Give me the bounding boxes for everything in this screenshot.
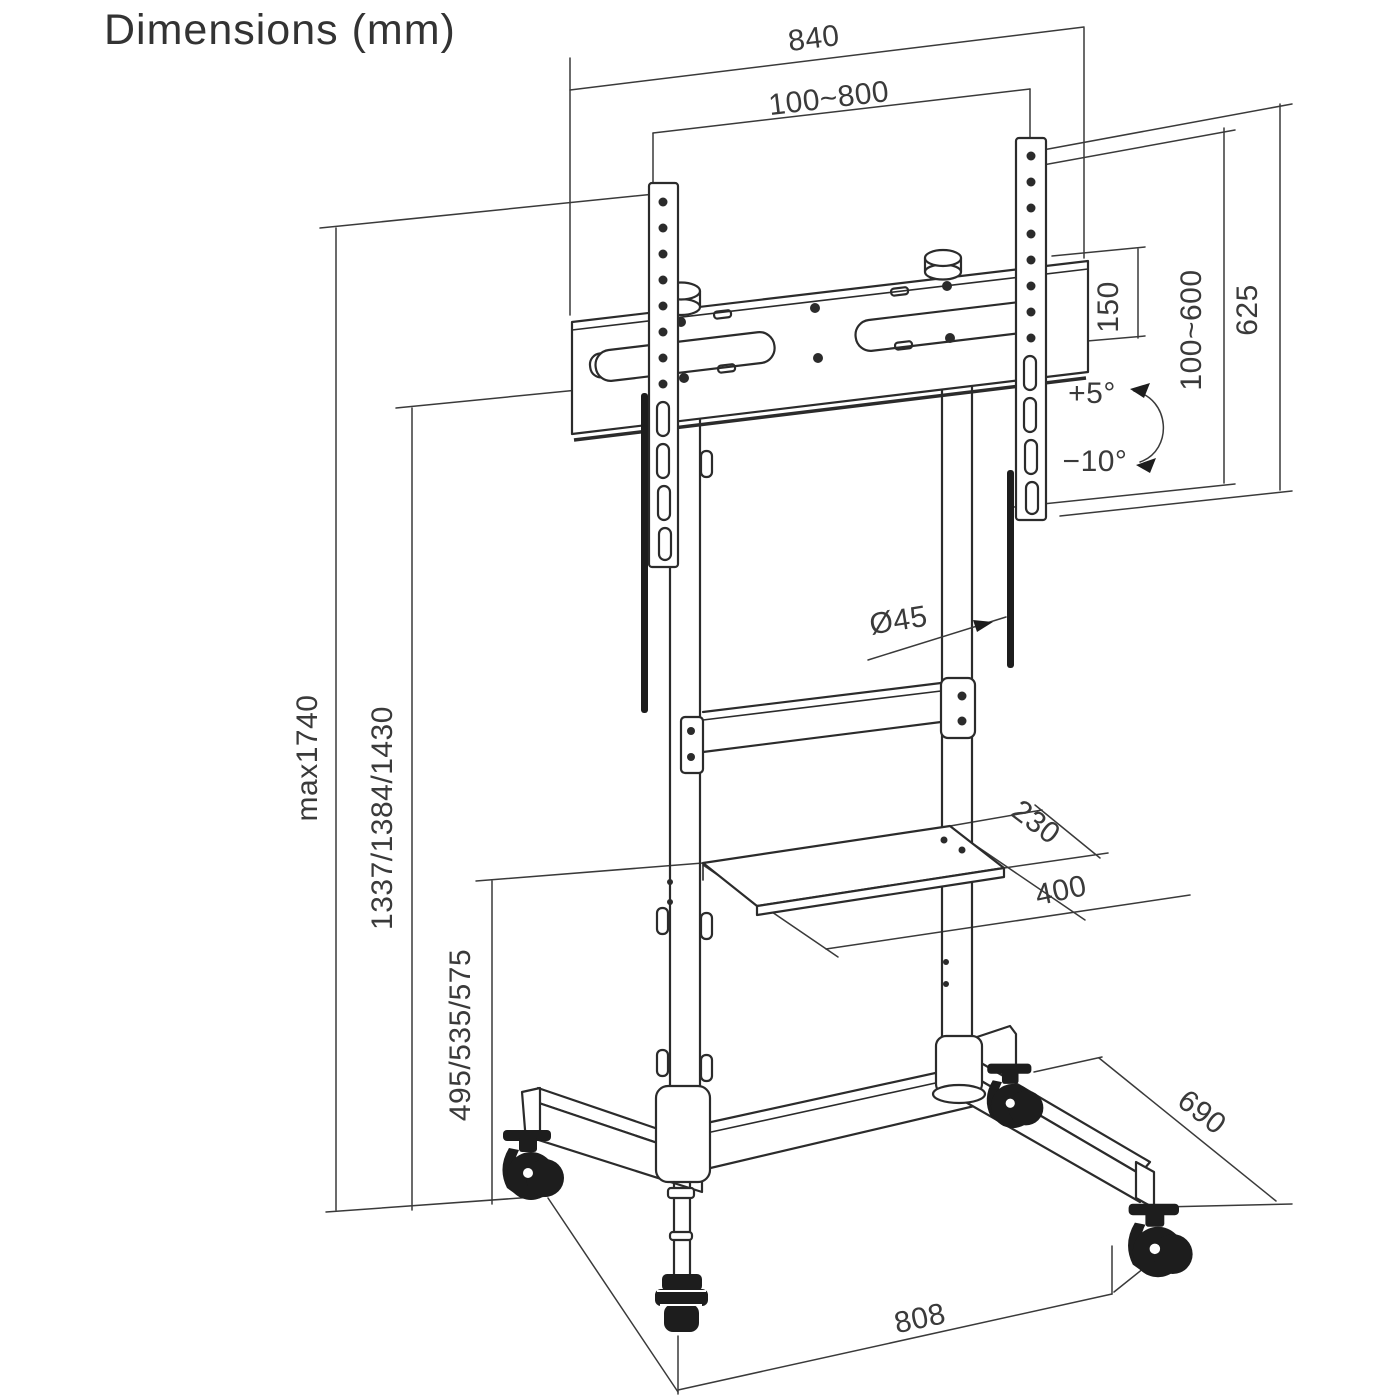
- dim-label-shelf-width: 400: [1032, 869, 1089, 912]
- column-crossbrace: [679, 676, 977, 775]
- tilt-arc-arrow: [1130, 383, 1164, 473]
- right-vesa-rail: [1007, 136, 1048, 668]
- tv-stand-drawing: [502, 136, 1193, 1332]
- label-tilt-up: +5°: [1068, 377, 1116, 410]
- dim-label-center-heights: 1337/1384/1430: [366, 706, 399, 930]
- rear-right-caster: [986, 1063, 1044, 1129]
- dim-label-head-height: 625: [1231, 284, 1264, 336]
- dim-label-base-width: 808: [891, 1297, 948, 1340]
- dim-label-bracket-height: 150: [1092, 281, 1125, 333]
- label-tilt-down: −10°: [1063, 445, 1128, 478]
- dim-label-vesa-height: 100~600: [1175, 269, 1208, 390]
- mount-crossbar: [570, 248, 1090, 442]
- front-right-caster: [1128, 1203, 1193, 1278]
- front-center-caster: [655, 1274, 708, 1332]
- diameter-leader: [867, 616, 1007, 661]
- dim-label-vesa-width: 100~800: [767, 75, 891, 122]
- dimension-lines: [319, 26, 1293, 1395]
- dim-label-max-height: max1740: [291, 695, 324, 822]
- dim-label-shelf-depth: 230: [1005, 794, 1066, 851]
- base-assembly: [520, 1024, 1156, 1332]
- page-title: Dimensions (mm): [104, 6, 456, 54]
- shelf: [701, 824, 1006, 917]
- dim-label-shelf-heights: 495/535/575: [444, 949, 477, 1121]
- dim-label-base-depth: 690: [1171, 1084, 1232, 1142]
- label-column-diameter: Ø45: [867, 600, 930, 642]
- dim-label-overall-width: 840: [786, 19, 841, 58]
- dimension-labels: Dimensions (mm) 840 100~800 150 100~600 …: [104, 6, 1264, 1340]
- right-knob: [923, 248, 963, 281]
- left-vesa-rail: [641, 181, 680, 713]
